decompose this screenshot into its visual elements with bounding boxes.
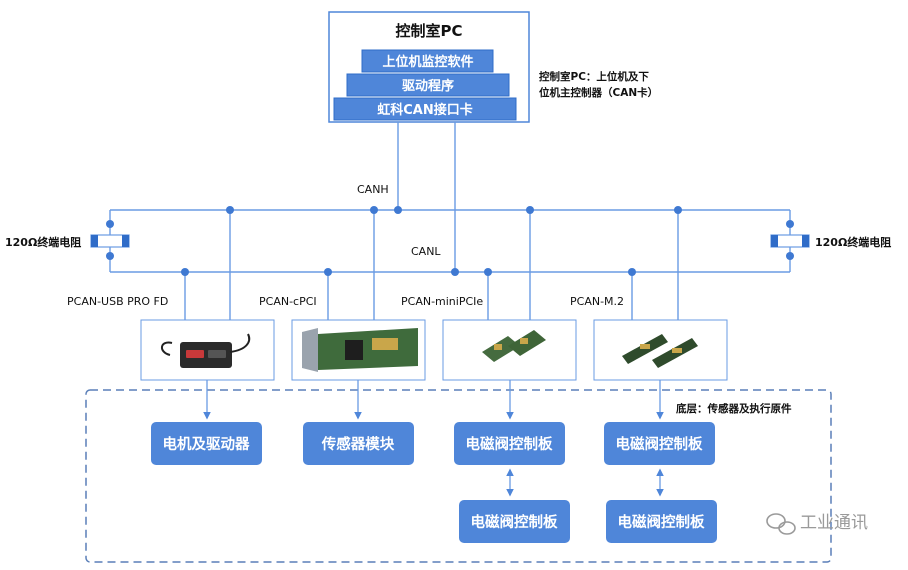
right-terminator — [770, 234, 810, 248]
interface-label-usb: PCAN-USB PRO FD — [67, 295, 168, 308]
resistor-left-cap-b — [122, 235, 129, 247]
cpci-connector-icon — [372, 338, 398, 350]
junction-dot — [484, 268, 492, 276]
junction-dot — [324, 268, 332, 276]
watermark-text: 工业通讯 — [800, 513, 868, 533]
terminator-right-label: 120Ω终端电阻 — [815, 235, 891, 249]
node-label: 电磁阀控制板 — [618, 513, 705, 531]
interface-label-m2: PCAN-M.2 — [570, 295, 624, 308]
watermark: 工业通讯 — [766, 513, 868, 535]
resistor-left-cap-a — [91, 235, 98, 247]
minipcie-chip-icon — [520, 338, 528, 344]
junction-dot — [370, 206, 378, 214]
wechat-icon — [766, 513, 796, 535]
usb-cable-icon — [229, 333, 251, 353]
junction-dot — [226, 206, 234, 214]
minipcie-chip-icon — [494, 344, 502, 350]
node-box — [454, 422, 565, 465]
terminator-left-label: 120Ω终端电阻 — [5, 235, 81, 249]
node-label: 电磁阀控制板 — [471, 513, 558, 531]
resistor-right-cap-a — [771, 235, 778, 247]
node-label: 电磁阀控制板 — [466, 435, 553, 453]
node-label: 电机及驱动器 — [163, 435, 250, 453]
can-bus-wires — [109, 122, 791, 320]
junction-dot — [526, 206, 534, 214]
node-valve-board-2: 电磁阀控制板 — [604, 422, 715, 465]
m2-chip-icon — [672, 348, 682, 353]
can-card-layer-label: 虹科CAN接口卡 — [377, 102, 472, 118]
node-box — [604, 422, 715, 465]
junction-dot — [674, 206, 682, 214]
node-box — [303, 422, 414, 465]
software-layer — [361, 49, 494, 73]
junction-dot — [628, 268, 636, 276]
cpci-board-icon — [318, 328, 418, 370]
device-cpci — [291, 319, 426, 381]
junction-dot — [786, 220, 794, 228]
junction-dot — [786, 252, 794, 260]
device-m2 — [593, 319, 728, 381]
junction-dot — [106, 220, 114, 228]
m2-chip-icon — [640, 344, 650, 349]
node-motor-driver: 电机及驱动器 — [151, 422, 262, 465]
usb-cable-icon — [161, 341, 173, 356]
node-sensor-module: 传感器模块 — [303, 422, 414, 465]
device-usb-pro-fd — [140, 319, 275, 381]
left-terminator — [90, 234, 130, 248]
bottom-layer-label: 底层：传感器及执行原件 — [676, 402, 792, 415]
control-room-pc: 控制室PC 上位机监控软件 驱动程序 虹科CAN接口卡 — [328, 11, 530, 123]
usb-adapter-icon — [180, 342, 232, 368]
device-minipcie — [442, 319, 577, 381]
node-box — [151, 422, 262, 465]
usb-adapter-port — [208, 350, 226, 358]
pc-note-line1: 控制室PC：上位机及下 — [539, 70, 649, 83]
node-valve-board-3: 电磁阀控制板 — [459, 500, 570, 543]
interface-label-minipcie: PCAN-miniPCIe — [401, 295, 483, 308]
node-valve-board-4: 电磁阀控制板 — [606, 500, 717, 543]
cpci-bracket-icon — [302, 328, 318, 372]
canl-label: CANL — [411, 245, 441, 258]
bottom-layer-frame — [85, 389, 832, 563]
software-layer-label: 上位机监控软件 — [382, 54, 473, 70]
node-label: 传感器模块 — [321, 435, 395, 453]
cpci-chip-icon — [345, 340, 363, 360]
node-box — [606, 500, 717, 543]
device-connectors — [203, 380, 664, 497]
device-frame — [593, 319, 728, 381]
node-valve-board-1: 电磁阀控制板 — [454, 422, 565, 465]
pc-title: 控制室PC — [395, 22, 462, 40]
bus-junctions — [106, 206, 794, 276]
driver-layer-label: 驱动程序 — [402, 78, 454, 94]
node-box — [459, 500, 570, 543]
canh-label: CANH — [357, 183, 389, 196]
junction-dot — [181, 268, 189, 276]
usb-adapter-port — [186, 350, 204, 358]
node-label: 电磁阀控制板 — [616, 435, 703, 453]
can-card-layer — [333, 97, 517, 121]
junction-dot — [451, 268, 459, 276]
interface-label-cpci: PCAN-cPCI — [259, 295, 317, 308]
junction-dot — [106, 252, 114, 260]
pc-note-line2: 位机主控制器（CAN卡） — [539, 86, 658, 99]
resistor-right-cap-b — [802, 235, 809, 247]
junction-dot — [394, 206, 402, 214]
driver-layer — [346, 73, 510, 97]
